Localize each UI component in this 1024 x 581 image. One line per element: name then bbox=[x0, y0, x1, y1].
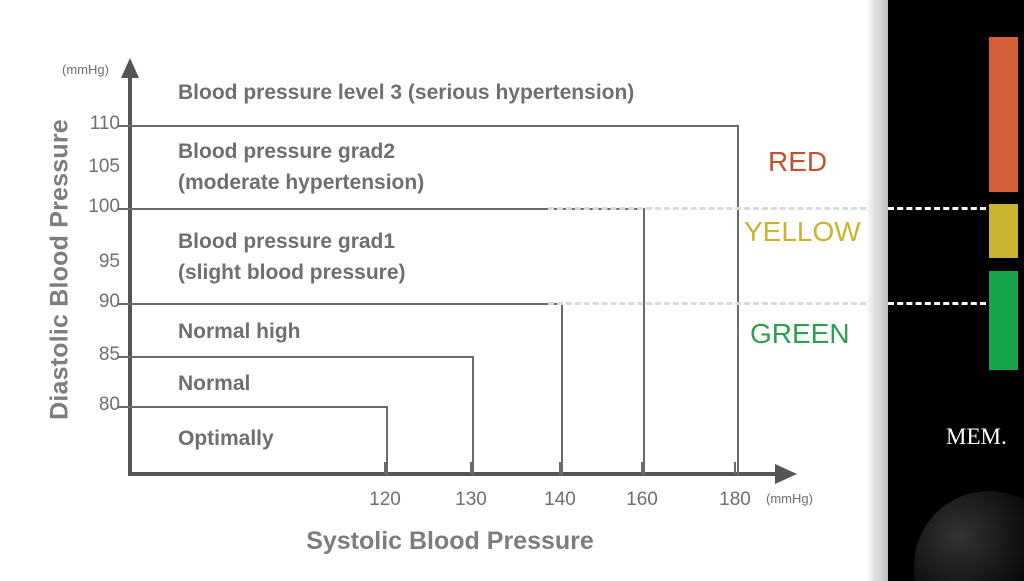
band-label-grad1-line1: Blood pressure grad1 bbox=[178, 230, 396, 253]
y-tick-label-110: 110 bbox=[89, 113, 120, 134]
step-box-grad1-160-100 bbox=[130, 208, 645, 476]
step-box-normal-high-140-90 bbox=[130, 303, 563, 476]
x-axis-unit: (mmHg) bbox=[766, 491, 813, 506]
x-axis-title: Systolic Blood Pressure bbox=[306, 527, 594, 555]
x-tickmark-180 bbox=[734, 462, 736, 474]
x-tick-label-130: 130 bbox=[455, 489, 487, 510]
y-tickmark-100 bbox=[118, 208, 130, 210]
band-label-normal-high: Normal high bbox=[178, 320, 301, 343]
y-tick-label-80: 80 bbox=[98, 394, 120, 415]
x-tickmark-120 bbox=[384, 462, 386, 474]
step-box-optimally-120-80 bbox=[130, 406, 388, 476]
device-bezel bbox=[866, 0, 888, 581]
y-tick-label-90: 90 bbox=[98, 291, 120, 312]
device-corner-highlight bbox=[914, 491, 1024, 581]
monitor-display-panel: MEM. bbox=[888, 0, 1024, 581]
x-tickmark-160 bbox=[641, 462, 643, 474]
x-tick-label-120: 120 bbox=[369, 489, 401, 510]
y-axis-line bbox=[128, 74, 132, 476]
x-tickmark-140 bbox=[559, 462, 561, 474]
band-label-level3: Blood pressure level 3 (serious hyperten… bbox=[178, 81, 635, 104]
x-tick-label-180: 180 bbox=[719, 489, 751, 510]
x-axis-arrow-icon bbox=[775, 464, 797, 484]
y-tick-label-105: 105 bbox=[88, 156, 120, 177]
y-tickmark-90 bbox=[118, 303, 130, 305]
step-box-grad2-180-110 bbox=[130, 125, 739, 476]
x-axis-line bbox=[128, 472, 786, 476]
step-box-normal-130-85 bbox=[130, 356, 474, 476]
band-label-grad2-line2: (moderate hypertension) bbox=[178, 171, 425, 194]
y-tick-label-95: 95 bbox=[98, 251, 120, 272]
band-label-grad2-line1: Blood pressure grad2 bbox=[178, 140, 396, 163]
y-tick-label-85: 85 bbox=[98, 344, 120, 365]
x-tick-label-140: 140 bbox=[544, 489, 576, 510]
guide-line-yellow-threshold bbox=[548, 207, 866, 210]
y-tick-label-100: 100 bbox=[88, 196, 120, 217]
y-tickmark-110 bbox=[118, 125, 130, 127]
device-guide-line-green bbox=[888, 302, 986, 305]
y-tick-labels: 110 105 100 95 90 85 80 bbox=[58, 0, 120, 581]
indicator-bar-red bbox=[989, 37, 1018, 192]
y-tickmark-85 bbox=[118, 356, 130, 358]
x-tick-label-160: 160 bbox=[626, 489, 658, 510]
guide-line-green-threshold bbox=[548, 302, 866, 305]
y-axis-unit: (mmHg) bbox=[62, 62, 109, 77]
zone-label-green: GREEN bbox=[750, 318, 850, 349]
band-label-optimally: Optimally bbox=[178, 427, 274, 450]
device-guide-line-yellow bbox=[888, 207, 986, 210]
x-tickmark-130 bbox=[470, 462, 472, 474]
zone-label-yellow: YELLOW bbox=[744, 216, 861, 247]
band-label-grad1-line2: (slight blood pressure) bbox=[178, 261, 406, 284]
memory-label: MEM. bbox=[946, 424, 1007, 449]
indicator-bar-yellow bbox=[989, 204, 1018, 258]
indicator-bar-green bbox=[989, 271, 1018, 370]
zone-label-red: RED bbox=[768, 146, 828, 177]
y-axis-arrow-icon bbox=[121, 58, 139, 78]
y-tickmark-80 bbox=[118, 406, 130, 408]
band-label-normal: Normal bbox=[178, 372, 251, 395]
blood-pressure-chart: Diastolic Blood Pressure Systolic Blood … bbox=[45, 0, 866, 581]
